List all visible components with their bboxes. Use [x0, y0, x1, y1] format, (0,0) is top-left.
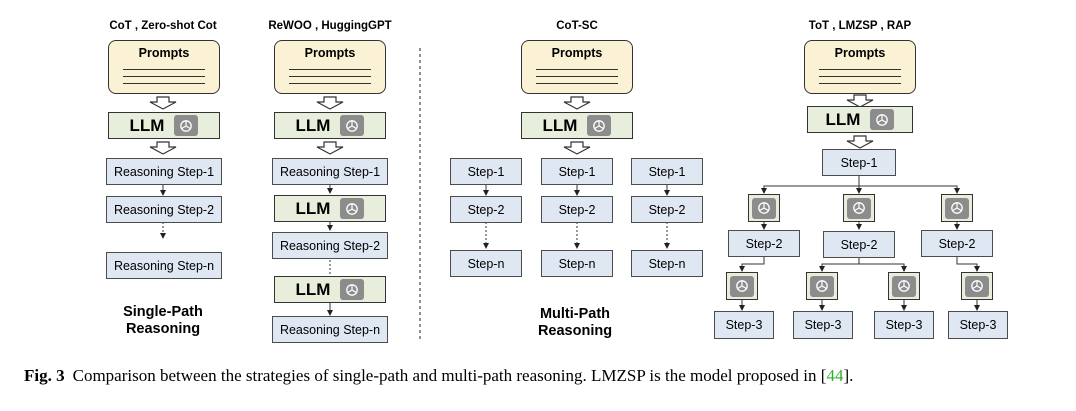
step-box: Step-3 [874, 311, 934, 339]
step-box: Step-n [631, 250, 703, 277]
caption-end: ]. [843, 366, 854, 385]
multi-path-reasoning-label: Multi-Path Reasoning [515, 306, 635, 340]
step-box: Step-2 [450, 196, 522, 223]
branch-arrow [761, 176, 860, 194]
llm-label: LLM [825, 109, 861, 129]
llm-label: LLM [295, 115, 331, 135]
llm-icon-node [748, 194, 780, 222]
branch-arrow [819, 257, 860, 272]
openai-logo-icon [340, 198, 365, 219]
paradigm-line: Reasoning [537, 323, 613, 339]
prompts-label: Prompts [834, 46, 886, 60]
openai-logo-icon [730, 275, 754, 297]
llm-label: LLM [295, 198, 331, 218]
llm-label: LLM [129, 115, 165, 135]
llm-box: LLM [274, 276, 386, 303]
reasoning-step-box: Reasoning Step-2 [272, 232, 388, 259]
openai-logo-icon [870, 109, 895, 130]
step-box: Step-2 [631, 196, 703, 223]
llm-icon-node [888, 272, 920, 300]
step-box: Step-1 [541, 158, 613, 185]
prompts-box: Prompts [521, 40, 633, 94]
column-title-rewoo: ReWOO , HuggingGPT [268, 20, 392, 32]
llm-icon-node [843, 194, 875, 222]
step-box: Step-n [450, 250, 522, 277]
reasoning-step-box: Reasoning Step-1 [272, 158, 388, 185]
hollow-down-arrow [316, 96, 344, 110]
llm-label: LLM [542, 115, 578, 135]
llm-icon-node [806, 272, 838, 300]
step-box: Step-2 [823, 231, 895, 258]
branch-arrow [739, 257, 765, 272]
openai-logo-icon [847, 197, 871, 219]
step-box: Step-2 [728, 230, 800, 257]
prompts-label: Prompts [551, 46, 603, 60]
branch-arrow [859, 263, 907, 272]
step-box: Step-n [541, 250, 613, 277]
prompts-box: Prompts [804, 40, 916, 94]
llm-label: LLM [295, 279, 331, 299]
prompts-label: Prompts [304, 46, 356, 60]
step-box: Step-2 [921, 230, 993, 257]
column-title-cot: CoT , Zero-shot Cot [109, 20, 217, 32]
reasoning-step-box: Reasoning Step-1 [106, 158, 222, 185]
hollow-down-arrow [149, 141, 177, 155]
openai-logo-icon [810, 275, 834, 297]
paradigm-line: Single-Path [123, 304, 203, 320]
hollow-down-arrow [563, 96, 591, 110]
hollow-down-arrow [846, 135, 874, 149]
openai-logo-icon [892, 275, 916, 297]
openai-logo-icon [340, 279, 365, 300]
caption-text: Comparison between the strategies of sin… [72, 366, 827, 385]
step-box: Step-1 [822, 149, 896, 176]
step-box: Step-2 [541, 196, 613, 223]
single-path-reasoning-label: Single-Path Reasoning [103, 304, 223, 338]
paradigm-line: Multi-Path [539, 306, 611, 322]
openai-logo-icon [752, 197, 776, 219]
llm-box: LLM [274, 112, 386, 139]
reasoning-step-box: Reasoning Step-2 [106, 196, 222, 223]
openai-logo-icon [945, 197, 969, 219]
column-title-tot: ToT , LMZSP , RAP [808, 20, 912, 32]
figure-number: Fig. 3 [24, 366, 65, 385]
step-box: Step-3 [793, 311, 853, 339]
llm-icon-node [726, 272, 758, 300]
step-box: Step-3 [714, 311, 774, 339]
hollow-down-arrow [563, 141, 591, 155]
paradigm-line: Reasoning [125, 321, 201, 337]
llm-box: LLM [274, 195, 386, 222]
step-box: Step-1 [450, 158, 522, 185]
branch-arrow [956, 257, 980, 272]
prompts-box: Prompts [274, 40, 386, 94]
reasoning-step-box: Reasoning Step-n [272, 316, 388, 343]
llm-icon-node [941, 194, 973, 222]
hollow-down-arrow [316, 141, 344, 155]
prompts-label: Prompts [138, 46, 190, 60]
column-title-cotsc: CoT-SC [556, 20, 598, 32]
step-box: Step-3 [948, 311, 1008, 339]
step-box: Step-1 [631, 158, 703, 185]
hollow-down-arrow [149, 96, 177, 110]
openai-logo-icon [340, 115, 365, 136]
prompts-box: Prompts [108, 40, 220, 94]
branch-arrow [859, 185, 960, 194]
llm-box: LLM [807, 106, 913, 133]
llm-box: LLM [108, 112, 220, 139]
llm-icon-node [961, 272, 993, 300]
openai-logo-icon [587, 115, 612, 136]
reasoning-step-box: Reasoning Step-n [106, 252, 222, 279]
citation-link[interactable]: 44 [826, 366, 844, 385]
llm-box: LLM [521, 112, 633, 139]
openai-logo-icon [174, 115, 199, 136]
figure-caption: Fig. 3 Comparison between the strategies … [24, 366, 853, 386]
openai-logo-icon [965, 275, 989, 297]
